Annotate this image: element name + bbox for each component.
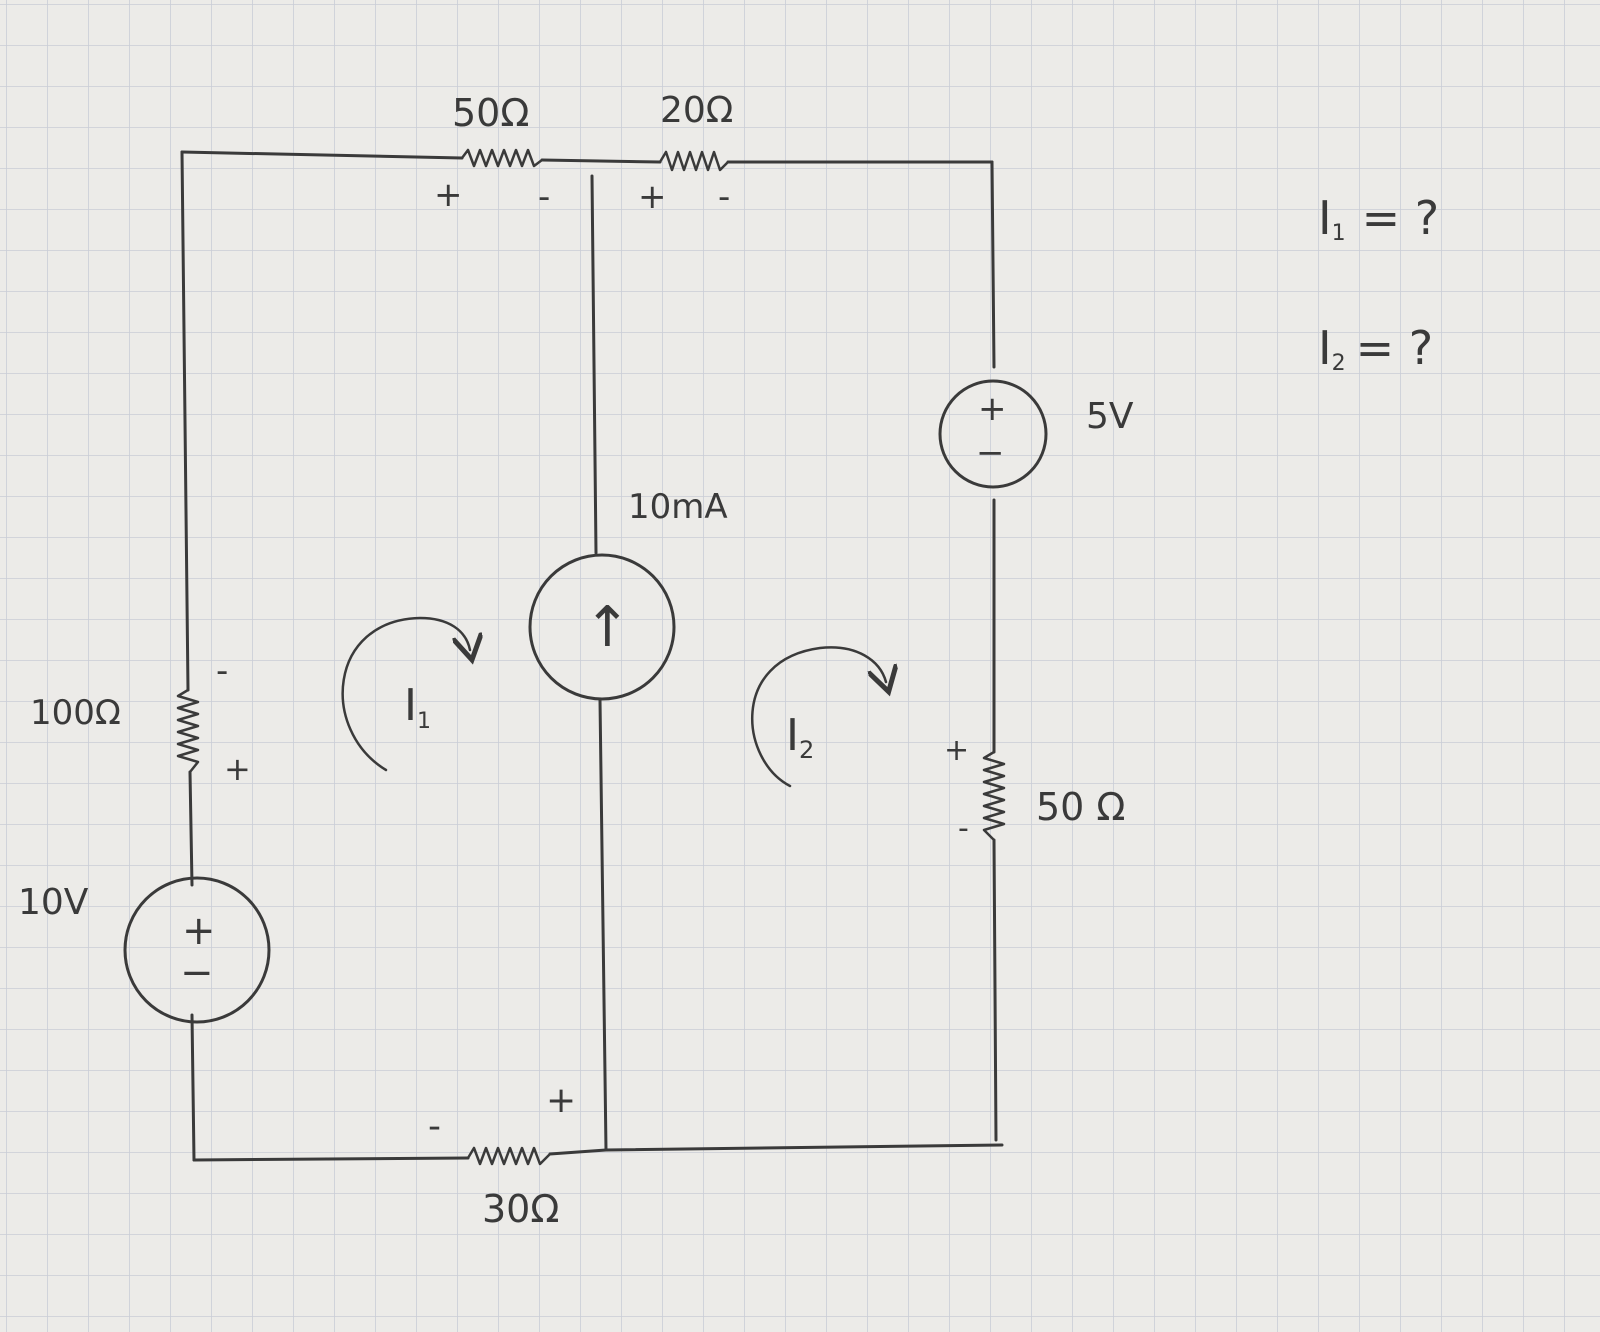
wires: [180, 150, 1004, 1162]
wire-mid-top: [590, 174, 598, 555]
wire-left-mid: [188, 770, 194, 887]
polarity-r-left-plus: +: [224, 750, 251, 788]
label-v-left: 10V: [18, 882, 89, 923]
polarity-r-top-right-plus: +: [638, 177, 667, 217]
resistor-50-right: [982, 750, 1006, 842]
loop-label-2: I2: [786, 710, 814, 764]
wire-left-bottom: [190, 1013, 196, 1162]
polarity-r-right-plus: +: [944, 733, 969, 768]
question-i1: I1= ?: [1318, 191, 1439, 246]
resistor-100-left: [176, 688, 200, 774]
label-r-right: 50 Ω: [1036, 785, 1125, 829]
resistor-50-top: [460, 148, 544, 168]
polarity-r-top-left-minus: -: [538, 177, 550, 217]
voltage-source-right-circle: [938, 379, 1048, 489]
resistor-30-bottom: [466, 1146, 552, 1166]
question-i2: I2= ?: [1318, 321, 1433, 376]
current-source-arrow: ↑: [584, 595, 631, 660]
current-source-circle: [528, 553, 676, 701]
polarity-r-bottom-plus: +: [546, 1080, 576, 1121]
v-left-plus: +: [182, 908, 216, 954]
resistor-20-top: [658, 150, 730, 172]
label-r-top-right: 20Ω: [660, 90, 733, 131]
polarity-r-left-minus: -: [216, 651, 228, 691]
label-r-bottom: 30Ω: [482, 1187, 559, 1231]
loop-label-2-sub: 2: [799, 736, 814, 764]
label-r-top-left: 50Ω: [452, 91, 529, 135]
wire-top-b: [540, 158, 662, 164]
loop-label-1-sub: 1: [417, 709, 431, 734]
polarity-r-right-minus: -: [958, 811, 969, 846]
wire-bottom-b: [548, 1143, 1004, 1156]
wire-left-top: [180, 150, 190, 692]
wire-right-bottom: [992, 838, 998, 1142]
polarity-r-top-left-plus: +: [434, 175, 463, 215]
label-i-source: 10mA: [628, 487, 728, 527]
v-right-plus: +: [978, 389, 1007, 429]
loop-arrow-1: [341, 616, 470, 772]
label-v-right: 5V: [1086, 396, 1134, 437]
loop-label-1: I1: [404, 680, 431, 734]
wire-right-top: [990, 160, 996, 369]
v-left-minus: −: [180, 950, 214, 996]
wire-top-a: [180, 150, 464, 160]
wire-mid-bottom: [598, 698, 608, 1152]
wire-bottom-a: [192, 1156, 470, 1162]
label-r-left: 100Ω: [30, 693, 121, 733]
polarity-r-top-right-minus: -: [718, 177, 730, 217]
voltage-source-left-circle: [123, 876, 271, 1024]
v-right-minus: −: [976, 433, 1005, 473]
loop-arrow-2: [751, 646, 886, 788]
polarity-r-bottom-minus: -: [428, 1106, 441, 1147]
